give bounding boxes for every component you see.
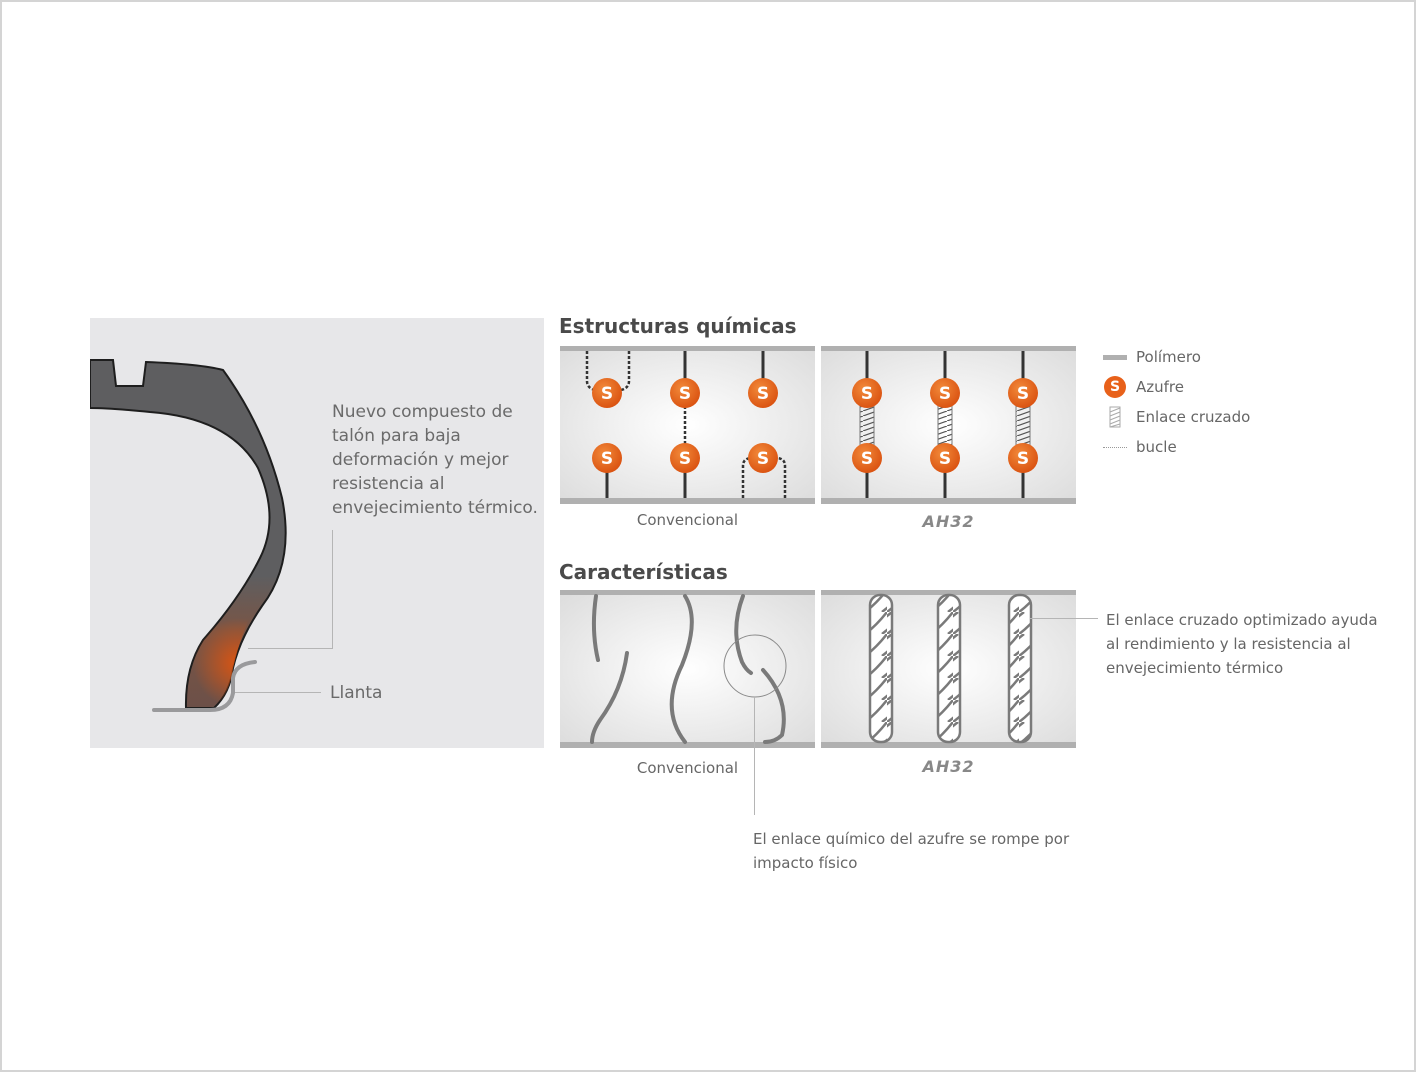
characteristics-ah32-diagram (821, 590, 1076, 748)
chemical-conventional-caption: Convencional (636, 511, 739, 529)
characteristics-conventional-diagram (560, 590, 815, 748)
svg-text:S: S (601, 449, 613, 469)
rim-label: Llanta (330, 683, 383, 703)
sulfur-break-leader-line (754, 697, 755, 815)
svg-text:S: S (1017, 449, 1029, 469)
svg-text:S: S (861, 384, 873, 404)
legend-label: Polímero (1136, 348, 1201, 366)
svg-text:S: S (757, 384, 769, 404)
svg-text:S: S (679, 449, 691, 469)
chemical-ah32-diagram: S S S S S S (821, 346, 1076, 504)
leader-line-vertical (332, 530, 333, 648)
svg-text:S: S (1017, 384, 1029, 404)
sulfur-break-note: El enlace químico del azufre se rompe po… (753, 830, 1070, 872)
legend-item-polymer: Polímero (1103, 342, 1250, 372)
legend-item-sulfur: S Azufre (1103, 372, 1250, 402)
chemical-structures-title: Estructuras químicas (559, 314, 797, 338)
bead-compound-description: Nuevo compuesto de talón para baja defor… (332, 402, 538, 518)
legend-item-crosslink: Enlace cruzado (1103, 402, 1250, 432)
leader-line-horizontal (248, 648, 333, 649)
legend-label: Azufre (1136, 378, 1184, 396)
svg-text:S: S (939, 384, 951, 404)
svg-text:S: S (861, 449, 873, 469)
legend-item-loop: bucle (1103, 432, 1250, 462)
characteristics-title: Características (559, 560, 728, 584)
sulfur-s-icon: S (1103, 375, 1127, 399)
legend-label: bucle (1136, 438, 1177, 456)
tire-cross-section-illustration (90, 359, 287, 712)
polymer-bar-icon (1103, 345, 1127, 369)
characteristics-conventional-caption: Convencional (636, 759, 739, 777)
tire-cross-section-panel: Nuevo compuesto de talón para baja defor… (90, 318, 544, 748)
crosslink-coil-icon (1103, 405, 1127, 429)
svg-text:S: S (757, 449, 769, 469)
loop-dotted-icon (1103, 435, 1127, 459)
leader-line-rim (235, 692, 321, 693)
crosslink-leader-line (1030, 618, 1098, 619)
svg-text:S: S (601, 384, 613, 404)
legend: Polímero S Azufre Enlace cruzado bucle (1103, 342, 1250, 462)
legend-label: Enlace cruzado (1136, 408, 1251, 426)
svg-text:S: S (939, 449, 951, 469)
chemical-ah32-caption: AH32 (922, 512, 975, 531)
svg-text:S: S (679, 384, 691, 404)
characteristics-ah32-caption: AH32 (922, 757, 975, 776)
chemical-conventional-diagram: S S S S S S (560, 346, 815, 504)
crosslink-note: El enlace cruzado optimizado ayuda al re… (1106, 611, 1378, 677)
